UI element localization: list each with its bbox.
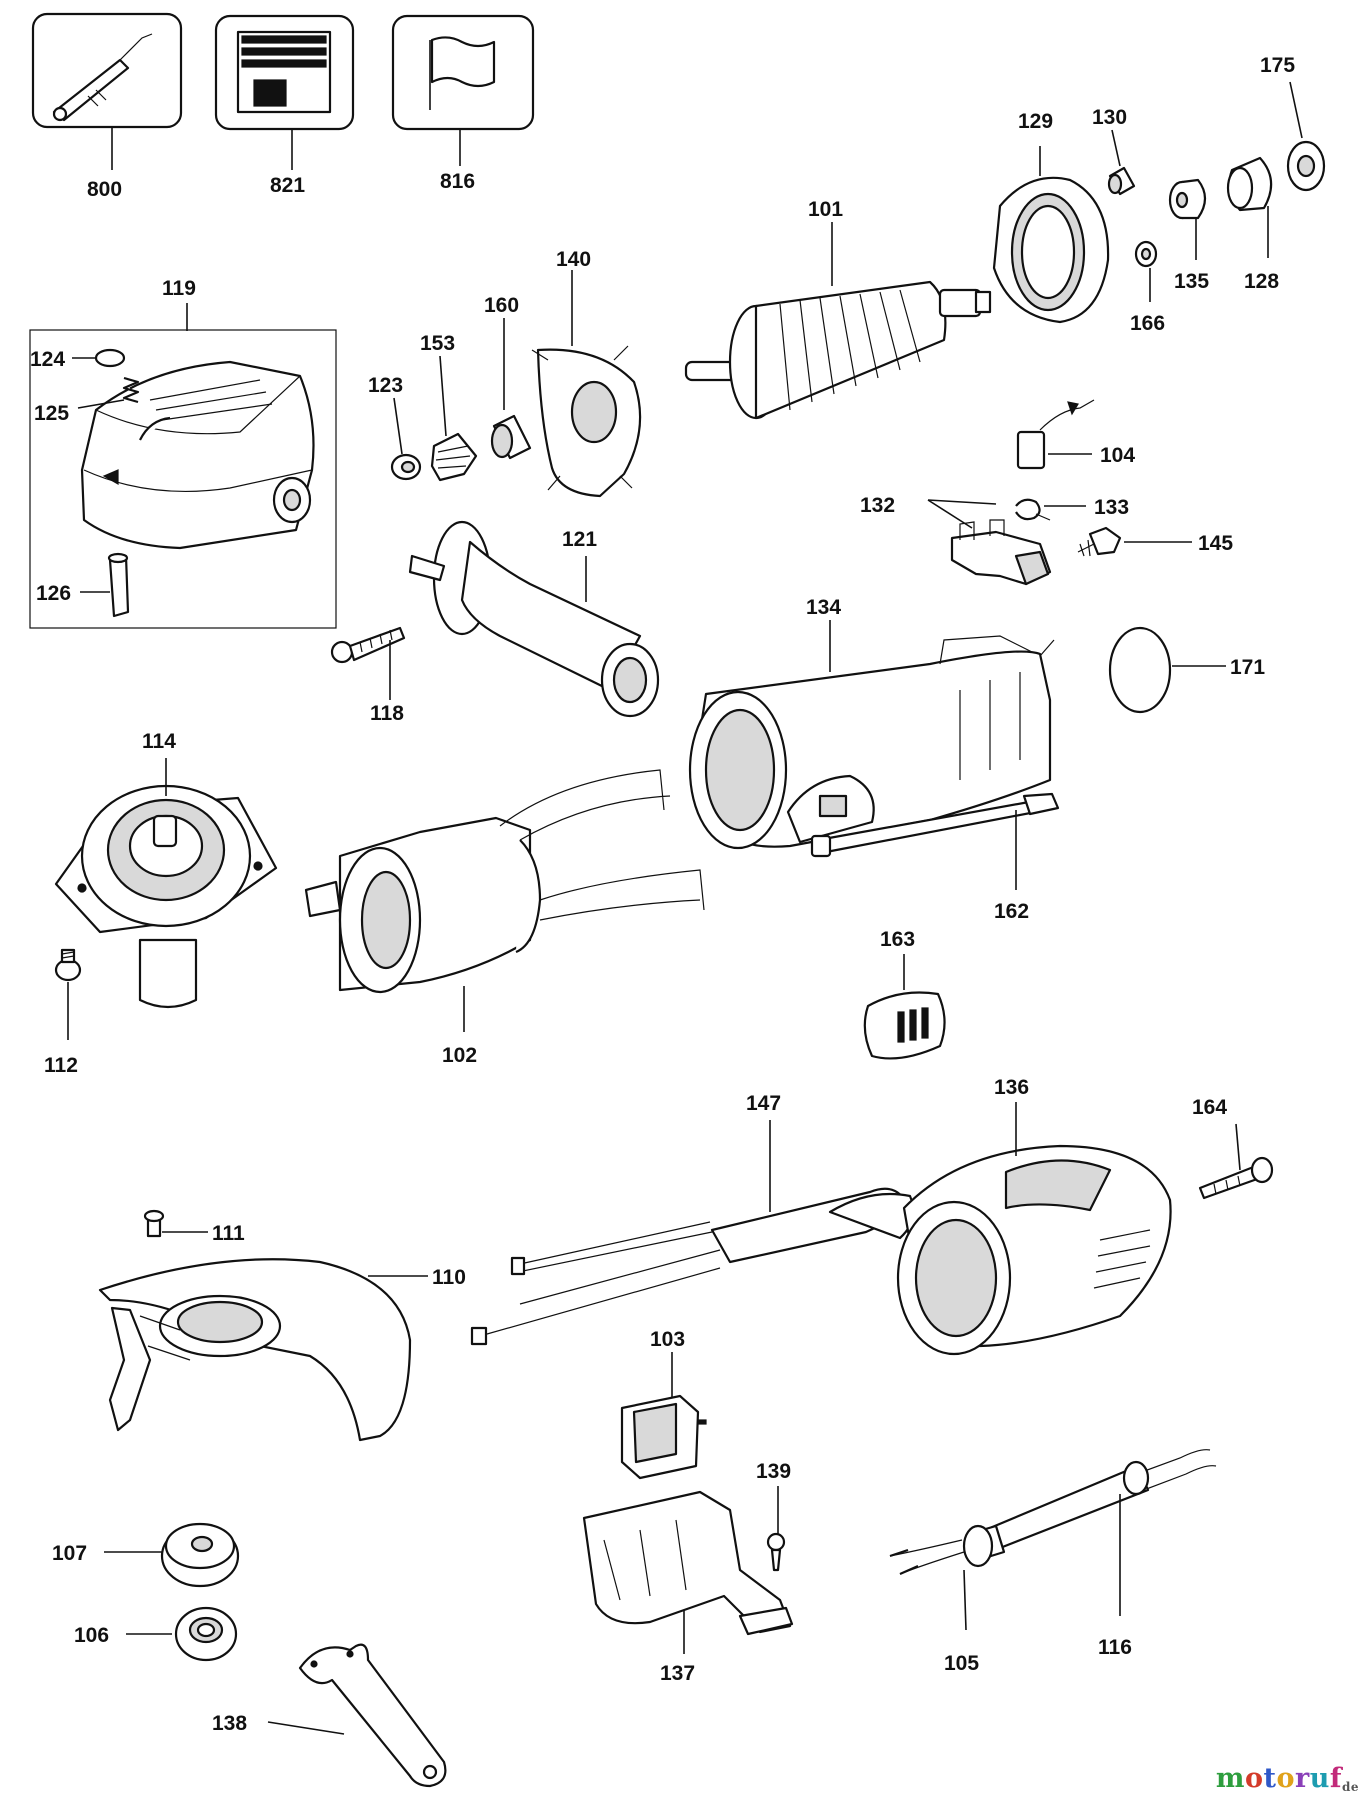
label-111: 111 [212, 1222, 245, 1245]
label-130: 130 [1092, 106, 1127, 129]
part-163-switch-button [863, 991, 946, 1060]
label-164: 164 [1192, 1096, 1227, 1119]
part-800-grease-tube [31, 12, 183, 129]
part-153-pinion [430, 432, 478, 482]
part-175-washer [1286, 140, 1326, 192]
part-821-warning-label [214, 14, 355, 131]
label-124: 124 [30, 348, 65, 371]
part-103-switch [620, 1394, 707, 1480]
part-164-screw [1198, 1156, 1274, 1200]
part-130-cap [1107, 166, 1136, 196]
part-145-screw [1077, 526, 1122, 557]
watermark-text: motoruf [1215, 1763, 1342, 1794]
part-140-baffle [531, 345, 642, 498]
part-147-wiring [470, 1187, 915, 1346]
label-135: 135 [1174, 270, 1209, 293]
watermark-suffix: de [1341, 1780, 1359, 1794]
part-136-rear-housing [896, 1144, 1172, 1356]
label-103: 103 [650, 1328, 685, 1351]
part-107-outer-flange [160, 1522, 240, 1588]
label-118: 118 [370, 702, 404, 725]
part-138-spanner [298, 1643, 447, 1788]
part-135-bearing [1168, 178, 1207, 220]
label-107: 107 [52, 1542, 87, 1565]
label-102: 102 [442, 1044, 477, 1067]
label-139: 139 [756, 1460, 791, 1483]
part-816-manual-flag [391, 14, 535, 131]
part-114-spindle-assembly [54, 784, 278, 1009]
part-110-guard [98, 1258, 412, 1442]
label-138: 138 [212, 1712, 247, 1735]
part-134-motor-housing [688, 635, 1055, 850]
part-119-gear-case [80, 360, 315, 618]
part-132-brush-holder [950, 519, 1052, 586]
label-800: 800 [87, 178, 122, 201]
label-110: 110 [432, 1266, 466, 1289]
label-106: 106 [74, 1624, 109, 1647]
label-166: 166 [1130, 312, 1165, 335]
label-147: 147 [746, 1092, 781, 1115]
part-128-ring [1226, 156, 1273, 212]
label-136: 136 [994, 1076, 1029, 1099]
label-114: 114 [142, 730, 176, 753]
label-126: 126 [36, 582, 71, 605]
label-145: 145 [1198, 532, 1233, 555]
part-118-screw [330, 626, 406, 664]
part-124-o-ring [94, 348, 126, 368]
part-171-o-ring [1108, 626, 1172, 714]
part-133-spring [1015, 498, 1051, 521]
label-134: 134 [806, 596, 841, 619]
part-102-field [304, 769, 705, 994]
label-104: 104 [1100, 444, 1135, 467]
label-171: 171 [1230, 656, 1265, 679]
watermark-logo: motorufde [1216, 1763, 1359, 1794]
label-125: 125 [34, 402, 69, 425]
label-163: 163 [880, 928, 915, 951]
label-153: 153 [420, 332, 455, 355]
gear-case-kit-box [29, 329, 337, 629]
label-119: 119 [162, 277, 196, 300]
part-166-washer [1134, 240, 1158, 268]
label-821: 821 [270, 174, 305, 197]
part-129-bearing-housing [992, 176, 1110, 324]
label-160: 160 [484, 294, 519, 317]
part-104-brush [1016, 399, 1095, 470]
label-137: 137 [660, 1662, 695, 1685]
part-125-spring [122, 376, 140, 404]
part-137-switch-holder [582, 1490, 794, 1636]
label-101: 101 [808, 198, 843, 221]
label-129: 129 [1018, 110, 1053, 133]
part-111-screw [143, 1209, 165, 1238]
label-105: 105 [944, 1652, 979, 1675]
label-132: 132 [860, 494, 895, 517]
label-121: 121 [562, 528, 597, 551]
part-112-screw [54, 948, 82, 982]
label-162: 162 [994, 900, 1029, 923]
part-106-inner-flange [174, 1606, 238, 1662]
label-128: 128 [1244, 270, 1279, 293]
part-162-switch-rod [810, 792, 1060, 858]
part-101-armature [684, 280, 992, 420]
label-133: 133 [1094, 496, 1129, 519]
label-123: 123 [368, 374, 403, 397]
part-121-side-handle [408, 520, 660, 718]
part-139-screw [766, 1532, 786, 1572]
label-175: 175 [1260, 54, 1295, 77]
part-123-nut [390, 453, 422, 481]
label-116: 116 [1098, 1636, 1132, 1659]
part-116-cord-and-sleeve [889, 1449, 1217, 1576]
label-140: 140 [556, 248, 591, 271]
label-112: 112 [44, 1054, 78, 1077]
part-160-bearing [490, 414, 532, 460]
label-816: 816 [440, 170, 475, 193]
